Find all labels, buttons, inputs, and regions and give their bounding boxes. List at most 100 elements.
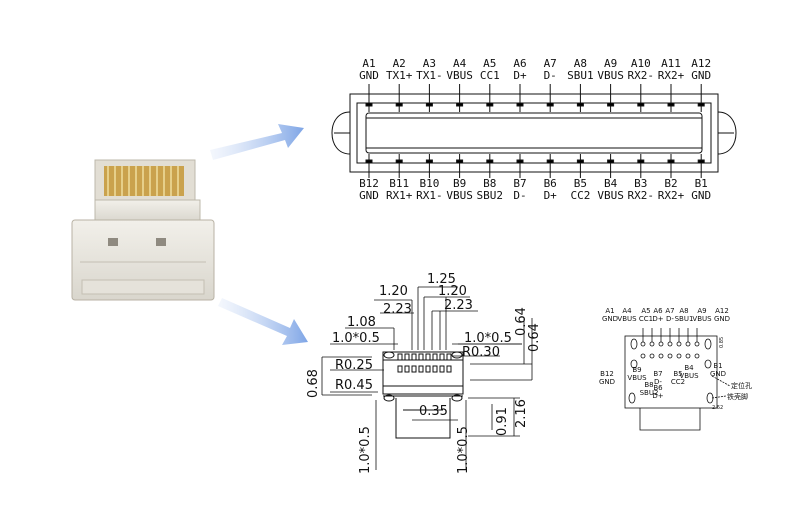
shell-pin-label: 铁壳脚 [727,393,748,401]
small-view-pins [640,328,731,399]
dim-label: 0.91 [495,407,510,436]
dim-label: 2.16 [514,399,529,428]
pin-contact [637,159,645,164]
footprint-pad [411,353,417,361]
pinout-receptacle [331,93,737,173]
dim-label: 1.0*0.5 [464,331,512,346]
small-pin [694,341,700,347]
pin-contact [456,159,464,164]
pin-contact [576,102,584,107]
dim-label: R0.45 [335,378,373,393]
arrow-to-footprint [218,298,308,345]
pin-ticks [365,84,705,178]
dim-label: 1.25 [427,272,456,287]
pin-contact [456,102,464,107]
footprint-pad [397,353,403,361]
pin-contact [637,102,645,107]
pin-contact [486,159,494,164]
gold-contacts [104,166,184,196]
dim-label: R0.30 [462,345,500,360]
footprint-pad [425,365,431,373]
small-pin [658,353,664,359]
small-pin [649,341,655,347]
small-pin [667,353,673,359]
small-dim-label: 2.62 [712,405,724,411]
small-view-drawing [624,335,718,431]
footprint-pad [446,365,452,373]
dim-label: 0.35 [419,404,448,419]
small-dim-label: 0.85 [719,336,725,348]
footprint-pad [404,353,410,361]
footprint-slot [451,394,463,402]
footprint-pad [439,353,445,361]
dim-label: 0.68 [306,369,321,398]
dim-label: R0.25 [335,358,373,373]
footprint-slot [451,351,463,359]
pin-contact [697,159,705,164]
pin-contact [576,159,584,164]
small-pin [676,341,682,347]
dim-label: 0.64 [527,323,542,352]
locating-hole-label: 定位孔 [731,382,752,390]
dim-label: 1.20 [438,284,467,299]
dim-label: 1.0*0.5 [456,426,471,474]
footprint-slot [383,351,395,359]
dim-label: 1.08 [347,315,376,330]
small-pin [685,353,691,359]
pin-contact [365,159,373,164]
pin-contact [607,159,615,164]
pin-contact [546,159,554,164]
footprint-pad [418,353,424,361]
small-pin [685,341,691,347]
connector-photo [71,159,215,301]
pin-contact [425,159,433,164]
footprint-pad [446,353,452,361]
footprint-pad [418,365,424,373]
small-leader [711,395,727,399]
pin-contact [667,159,675,164]
dim-label: 1.0*0.5 [358,426,373,474]
pin-contact [516,159,524,164]
footprint-pad [397,365,403,373]
pin-contact [516,102,524,107]
footprint-pad [432,365,438,373]
pin-contact [425,102,433,107]
small-leader [711,375,731,387]
footprint-pad [432,353,438,361]
dim-label: 1.20 [379,284,408,299]
pin-contact [546,102,554,107]
arrow-to-pinout [210,124,304,160]
